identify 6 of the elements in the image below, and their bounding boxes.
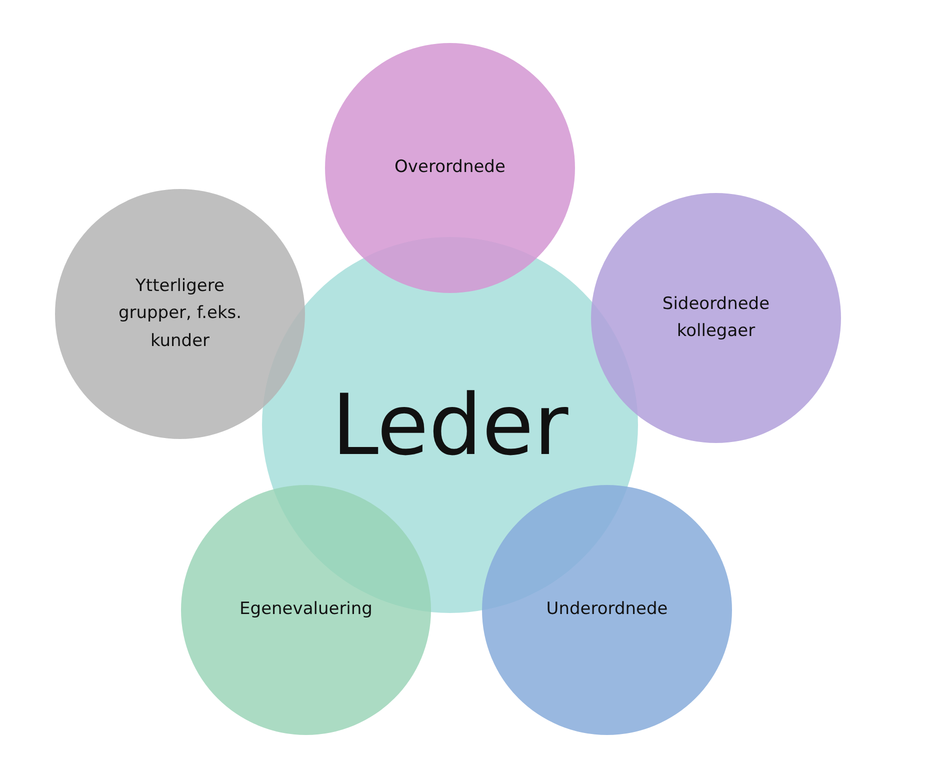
circle-label: Overordnede [394, 156, 506, 180]
center-label: Leder [332, 378, 568, 472]
circle-label: Ytterligere grupper, f.eks. kunder [117, 275, 243, 353]
circle-label: Underordnede [546, 598, 668, 622]
circle-label: Egenevaluering [240, 598, 372, 622]
circle-label: Sideordnede kollegaer [661, 292, 771, 343]
